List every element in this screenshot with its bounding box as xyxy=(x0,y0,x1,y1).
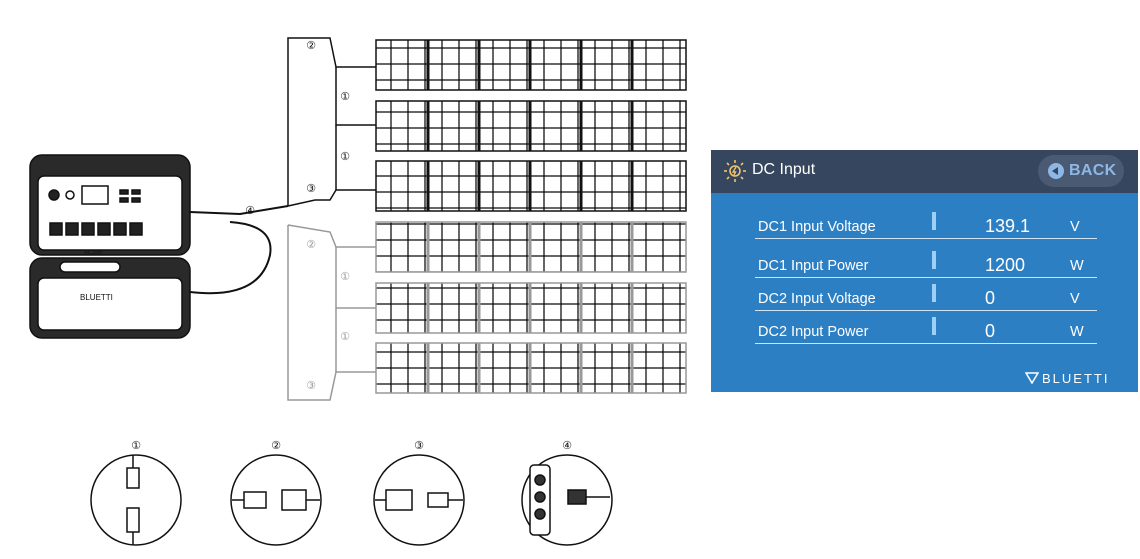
row-dc2-voltage: DC2 Input Voltage 0 V xyxy=(755,283,1097,311)
detail-label-2: ② xyxy=(271,439,281,452)
connector-detail-3 xyxy=(375,489,463,511)
solar-wiring-diagram: BLUETTI AC300 xyxy=(29,37,687,546)
detail-label-4: ④ xyxy=(562,439,572,452)
detail-circle-3 xyxy=(373,454,465,546)
row-dc1-voltage: DC1 Input Voltage 139.1 V xyxy=(755,211,1097,239)
brand-logo: BLUETTI xyxy=(1025,371,1110,386)
row-label: DC2 Input Voltage xyxy=(758,291,876,307)
row-label: DC1 Input Voltage xyxy=(758,219,876,235)
screen-header: DC Input BACK xyxy=(711,150,1138,193)
power-station xyxy=(29,154,191,339)
back-arrow-icon xyxy=(1048,163,1064,179)
row-indicator-bar xyxy=(932,251,936,269)
sun-icon xyxy=(724,160,746,182)
main-cable xyxy=(189,205,289,295)
row-dc2-power: DC2 Input Power 0 W xyxy=(755,316,1097,344)
marker-4: ④ xyxy=(245,204,255,217)
marker-1-lower-a: ① xyxy=(340,270,350,283)
row-indicator-bar xyxy=(932,212,936,230)
connector-detail-2 xyxy=(232,489,320,511)
row-divider xyxy=(755,310,1097,311)
detail-circle-2 xyxy=(230,454,322,546)
detail-label-1: ① xyxy=(131,439,141,452)
back-button[interactable]: BACK xyxy=(1038,155,1124,187)
marker-2-lower: ② xyxy=(306,238,316,251)
row-value: 0 xyxy=(985,288,996,308)
device-model-label: AC300 xyxy=(84,250,103,256)
row-unit: V xyxy=(1070,219,1080,235)
row-value: 0 xyxy=(985,321,996,341)
device-brand-label: BLUETTI xyxy=(80,293,113,302)
row-divider xyxy=(755,238,1097,239)
marker-3-upper: ③ xyxy=(306,182,316,195)
marker-1-upper-a: ① xyxy=(340,90,350,103)
detail-circle-1 xyxy=(90,454,182,546)
marker-3-lower: ③ xyxy=(306,379,316,392)
detail-circle-4 xyxy=(521,454,613,546)
upper-solar-array xyxy=(287,37,687,212)
row-label: DC1 Input Power xyxy=(758,258,869,274)
row-divider xyxy=(755,277,1097,278)
screen-title: DC Input xyxy=(752,161,816,178)
row-dc1-power: DC1 Input Power 1200 W xyxy=(755,250,1097,278)
detail-label-3: ③ xyxy=(414,439,424,452)
marker-2-upper: ② xyxy=(306,39,316,52)
connector-detail-4 xyxy=(529,464,610,536)
marker-1-lower-b: ① xyxy=(340,330,350,343)
lower-solar-array xyxy=(287,221,687,401)
row-label: DC2 Input Power xyxy=(758,324,869,340)
back-button-label: BACK xyxy=(1069,162,1117,179)
row-unit: W xyxy=(1070,258,1084,274)
row-unit: V xyxy=(1070,291,1080,307)
brand-text: BLUETTI xyxy=(1042,371,1110,386)
row-value: 1200 xyxy=(985,255,1026,275)
row-indicator-bar xyxy=(932,284,936,302)
row-divider xyxy=(755,343,1097,344)
row-value: 139.1 xyxy=(985,216,1031,236)
marker-1-upper-b: ① xyxy=(340,150,350,163)
row-indicator-bar xyxy=(932,317,936,335)
bluetti-logo-icon xyxy=(1025,372,1039,384)
connector-detail-1 xyxy=(126,455,140,545)
dc-input-screen: DC Input BACK DC1 Input Voltage 139.1 V … xyxy=(711,150,1138,392)
row-unit: W xyxy=(1070,324,1084,340)
